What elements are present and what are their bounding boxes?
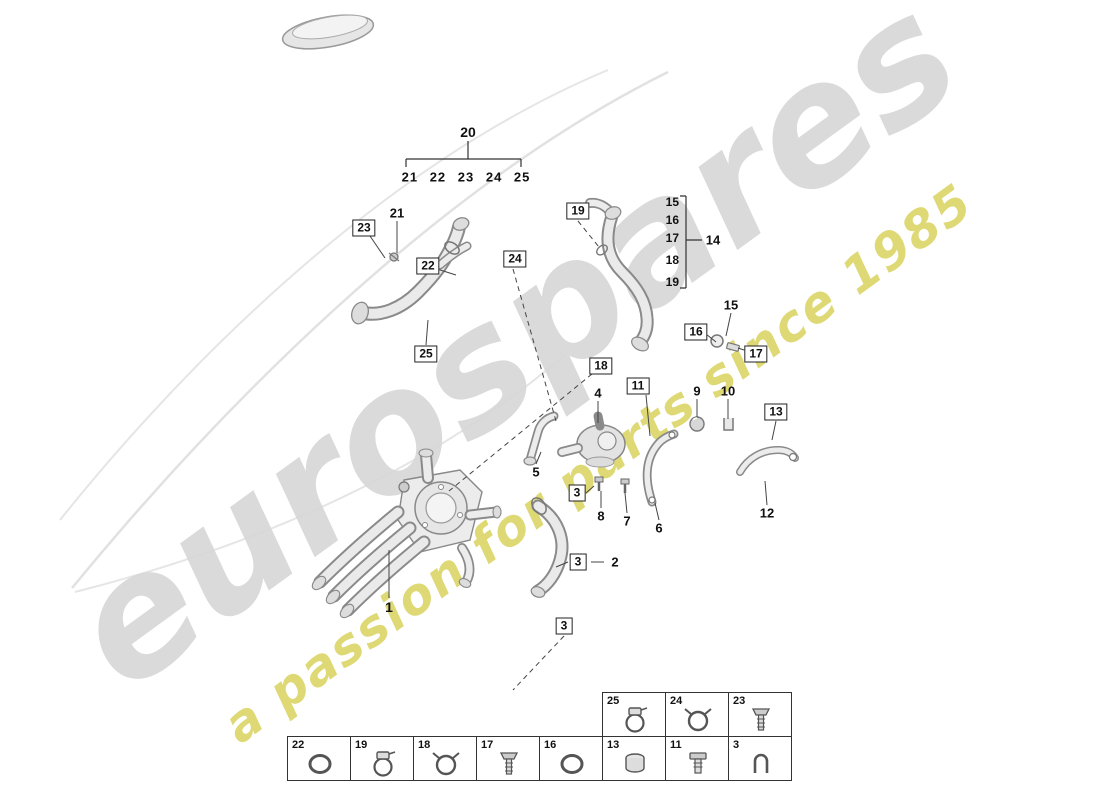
callout-box-17[interactable]: 17	[744, 345, 768, 363]
stack-item-19[interactable]: 19	[665, 275, 679, 289]
clip-icon	[741, 749, 781, 779]
bracket-group-14	[680, 195, 702, 289]
part-water-pump-4	[557, 411, 626, 468]
callout-9[interactable]: 9	[693, 383, 701, 399]
leader-lines	[369, 221, 777, 598]
part-bolt-8	[594, 476, 604, 491]
legend-row-bottom: 22 19 18 17 16 13 11 3	[287, 736, 792, 781]
plug-icon	[615, 749, 655, 779]
legend-cell-18[interactable]: 18	[413, 736, 477, 781]
legend-cell-23[interactable]: 23	[728, 692, 792, 737]
stack-item-17[interactable]: 17	[665, 231, 679, 245]
legend-row-top: 25 24 23	[602, 692, 792, 737]
screw-icon	[741, 705, 781, 735]
part-engine-cover	[281, 14, 375, 50]
callout-box-18[interactable]: 18	[589, 357, 613, 375]
clamp-band-icon	[678, 705, 718, 735]
callout-box-13[interactable]: 13	[764, 403, 788, 421]
callout-2[interactable]: 2	[611, 554, 619, 570]
callout-box-25[interactable]: 25	[414, 345, 438, 363]
part-clamp-cluster-15-16-17	[710, 334, 740, 352]
part-ball-stud-9	[689, 416, 705, 432]
legend-cell-13[interactable]: 13	[602, 736, 666, 781]
part-coolant-pipe-14	[585, 197, 654, 352]
leader-lines-dashed	[448, 220, 600, 691]
callout-box-23[interactable]: 23	[352, 219, 376, 237]
legend-part-number: 22	[292, 739, 305, 751]
screw-icon	[489, 749, 529, 779]
callout-6[interactable]: 6	[655, 520, 663, 536]
stack-item-16[interactable]: 16	[665, 213, 679, 227]
legend-part-number: 18	[418, 739, 431, 751]
legend-cell-11[interactable]: 11	[665, 736, 729, 781]
group-20-members: 21 22 23 24 25	[401, 169, 531, 185]
callout-box-22[interactable]: 22	[416, 257, 440, 275]
callout-1[interactable]: 1	[385, 599, 393, 615]
clamp-worm-icon	[615, 705, 655, 735]
callout-box-24[interactable]: 24	[503, 250, 527, 268]
callout-8[interactable]: 8	[597, 508, 605, 524]
oring-icon	[300, 749, 340, 779]
oring-icon	[552, 749, 592, 779]
callout-14[interactable]: 14	[705, 232, 721, 248]
callout-box-3a[interactable]: 3	[568, 484, 586, 502]
watermark: eurospares a passion for parts since 198…	[35, 0, 992, 755]
part-bracket-12	[736, 445, 799, 476]
legend-part-number: 25	[607, 695, 620, 707]
callout-21[interactable]: 21	[389, 205, 405, 221]
legend-part-number: 16	[544, 739, 557, 751]
swoosh-curves	[59, 69, 669, 593]
legend-cell-24[interactable]: 24	[665, 692, 729, 737]
legend-cell-17[interactable]: 17	[476, 736, 540, 781]
part-bracket-6	[642, 429, 679, 507]
part-hose-2	[530, 497, 569, 598]
legend-cell-16[interactable]: 16	[539, 736, 603, 781]
callout-box-3c[interactable]: 3	[555, 617, 573, 635]
part-thermostat-housing-1	[311, 448, 502, 619]
callout-12[interactable]: 12	[759, 505, 775, 521]
callout-box-19[interactable]: 19	[566, 202, 590, 220]
callout-7[interactable]: 7	[623, 513, 631, 529]
callout-10[interactable]: 10	[720, 383, 736, 399]
legend-cell-3[interactable]: 3	[728, 736, 792, 781]
part-bracket-5	[523, 411, 559, 466]
bracket-group-20	[405, 141, 522, 167]
callout-15[interactable]: 15	[723, 297, 739, 313]
stack-item-18[interactable]: 18	[665, 253, 679, 267]
legend-part-number: 3	[733, 739, 740, 751]
legend-part-number: 17	[481, 739, 494, 751]
callout-box-16[interactable]: 16	[684, 323, 708, 341]
callout-box-11[interactable]: 11	[626, 377, 650, 395]
legend-part-number: 24	[670, 695, 683, 707]
stack-item-15[interactable]: 15	[665, 195, 679, 209]
part-bolt-7	[620, 478, 630, 493]
legend-cell-19[interactable]: 19	[350, 736, 414, 781]
legend-part-number: 19	[355, 739, 368, 751]
watermark-brand: eurospares	[35, 0, 992, 727]
callout-20[interactable]: 20	[460, 124, 476, 140]
legend-part-number: 23	[733, 695, 746, 707]
callout-box-3b[interactable]: 3	[569, 553, 587, 571]
callout-5[interactable]: 5	[532, 464, 540, 480]
legend-part-number: 11	[670, 739, 682, 751]
legend-cell-25[interactable]: 25	[602, 692, 666, 737]
bolt-icon	[678, 749, 718, 779]
part-clip-10	[723, 418, 734, 431]
clamp-worm-icon	[363, 749, 403, 779]
callout-4[interactable]: 4	[594, 385, 602, 401]
legend-part-number: 13	[607, 739, 620, 751]
legend-cell-22[interactable]: 22	[287, 736, 351, 781]
clamp-band-icon	[426, 749, 466, 779]
